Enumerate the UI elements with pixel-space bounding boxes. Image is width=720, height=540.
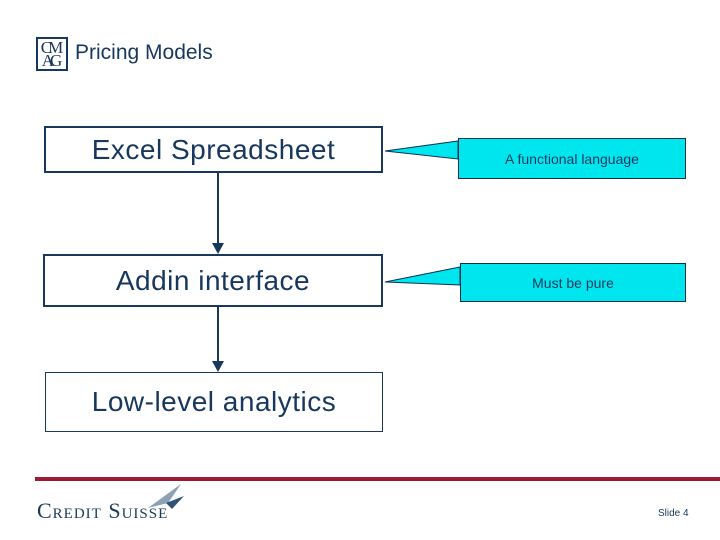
diagram-box-label: Addin interface [115,264,311,296]
footer-divider [35,477,720,481]
callout-tail-2 [384,266,461,286]
slide-number: Slide 4 [658,508,689,519]
diagram-box-low-level-analytics: Low-level analytics [45,372,383,432]
callout-functional-language: A functional language [458,138,686,179]
callout-label: A functional language [505,150,639,167]
diagram-box-addin-interface: Addin interface [43,254,383,307]
diagram-box-label: Low-level analytics [91,386,337,417]
credit-suisse-sail-icon [148,484,184,509]
callout-tail-1 [384,140,459,160]
arrow-head-excel-to-addin-icon [212,243,224,254]
callout-label: Must be pure [532,274,614,291]
cmag-logo-top-text: CM [40,38,63,57]
diagram-box-label: Excel Spreadsheet [91,133,336,165]
cmag-logo-bottom-text: AG [41,51,63,70]
arrow-head-addin-to-lowlevel-icon [212,361,224,372]
page-title: Pricing Models [75,41,213,64]
callout-must-be-pure: Must be pure [460,263,686,302]
diagram-box-excel-spreadsheet: Excel Spreadsheet [44,126,383,173]
credit-suisse-wordmark: Credit Suisse [37,498,169,523]
cmag-logo: CM AG [36,37,68,71]
